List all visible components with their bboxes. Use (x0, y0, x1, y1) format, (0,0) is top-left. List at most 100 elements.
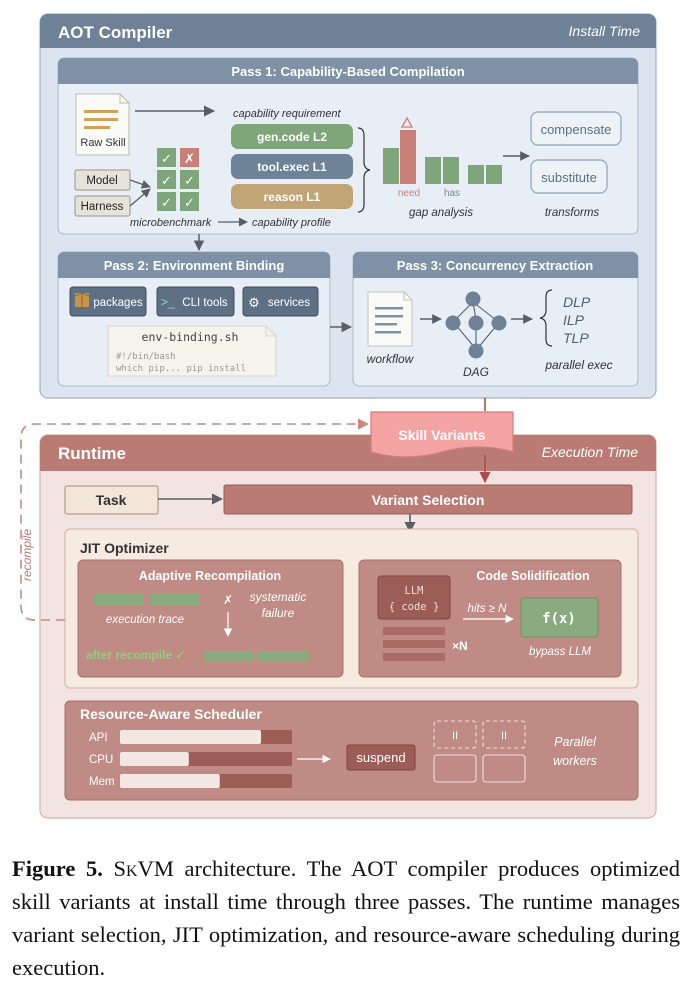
pause-icon: II (501, 730, 507, 742)
svg-text:Code Solidification: Code Solidification (476, 569, 589, 583)
recompile-loop (20, 418, 370, 621)
resource-label: API (89, 732, 108, 744)
ilp-label: ILP (563, 312, 585, 328)
capability-profile-label: capability profile (252, 217, 331, 229)
svg-text:Model: Model (86, 175, 117, 187)
pass1-title: Pass 1: Capability-Based Compilation (231, 64, 464, 79)
microbenchmark-label: microbenchmark (130, 217, 212, 229)
resource-bar-fill (120, 730, 262, 744)
gap-analysis-chart: need has gap analysis (383, 116, 502, 219)
svg-text:reason L1: reason L1 (264, 190, 321, 204)
bypass-llm-label: bypass LLM (529, 646, 591, 658)
svg-text:compensate: compensate (541, 122, 612, 137)
figure-label: Figure 5. (12, 856, 103, 881)
after-recompile-label: after recompile ✓ (86, 648, 185, 662)
svg-text:✓: ✓ (161, 151, 172, 166)
svg-text:has: has (444, 188, 460, 199)
harness-box: Harness (74, 195, 131, 217)
parallel-exec-label: parallel exec (544, 358, 612, 372)
svg-text:Adaptive Recompilation: Adaptive Recompilation (139, 569, 281, 583)
dag-label: DAG (463, 365, 489, 379)
skill-variants-banner: Skill Variants (370, 411, 514, 458)
svg-text:services: services (268, 297, 310, 309)
services-button: ⚙ services (242, 286, 319, 317)
variant-selection-box: Variant Selection (223, 484, 633, 515)
runtime-subtitle: Execution Time (542, 444, 639, 460)
architecture-diagram: AOT Compiler Install Time Pass 1: Capabi… (20, 13, 657, 819)
dlp-label: DLP (563, 294, 591, 310)
compensate-box: compensate (530, 111, 622, 146)
execution-trace-label: execution trace (106, 614, 184, 626)
parallelism-brace (539, 289, 553, 347)
svg-text:Skill Variants: Skill Variants (398, 427, 485, 443)
svg-text:need: need (398, 188, 420, 199)
model-box: Model (74, 169, 131, 191)
dag-graph (445, 291, 507, 359)
aot-title: AOT Compiler (58, 23, 173, 42)
capability-pill-gen-code: gen.code L2 (231, 124, 353, 149)
svg-text:packages: packages (93, 297, 142, 309)
svg-text:env-binding.sh: env-binding.sh (142, 330, 239, 344)
capability-pill-tool-exec: tool.exec L1 (231, 154, 353, 179)
svg-text:substitute: substitute (541, 170, 597, 185)
svg-text:which pip... pip install: which pip... pip install (116, 364, 246, 374)
system-name: SkVM (113, 856, 174, 881)
capability-pill-reason: reason L1 (231, 184, 353, 209)
svg-text:JIT Optimizer: JIT Optimizer (80, 540, 169, 556)
pills-brace (357, 127, 371, 213)
svg-text:Resource-Aware Scheduler: Resource-Aware Scheduler (80, 706, 262, 722)
aot-subtitle: Install Time (569, 23, 641, 39)
caption-text: architecture. The AOT compiler produces … (12, 856, 681, 980)
svg-text:suspend: suspend (356, 750, 405, 765)
svg-text:Task: Task (96, 492, 127, 508)
packages-button: packages (69, 286, 147, 317)
adaptive-recompilation-panel: Adaptive Recompilation execution trace ✗… (77, 559, 344, 678)
parallel-workers-label: Parallel (554, 735, 597, 749)
substitute-box: substitute (530, 159, 608, 194)
workflow-doc-icon (367, 291, 413, 347)
terminal-icon: >_ (161, 295, 175, 309)
svg-text:×N: ×N (452, 639, 468, 653)
svg-text:tool.exec L1: tool.exec L1 (257, 160, 327, 174)
pause-icon: II (452, 730, 458, 742)
raw-skill-label: Raw Skill (80, 137, 125, 149)
svg-text:Pass 3: Concurrency Extraction: Pass 3: Concurrency Extraction (397, 258, 594, 273)
workers-label: workers (553, 754, 597, 768)
svg-text:#!/bin/bash: #!/bin/bash (116, 352, 176, 362)
microbenchmark-grid: ✓ ✗ ✓ ✓ ✓ ✓ (157, 148, 199, 211)
svg-text:gen.code L2: gen.code L2 (257, 130, 327, 144)
cross-icon: ✗ (223, 593, 233, 607)
figure-caption: Figure 5. SkVM architecture. The AOT com… (12, 852, 680, 984)
resource-bar-fill (120, 774, 220, 788)
resource-label: CPU (89, 754, 113, 766)
svg-text:Harness: Harness (81, 201, 124, 213)
recompile-label: recompile (20, 529, 34, 581)
cli-tools-button: >_ CLI tools (156, 286, 235, 317)
gap-analysis-label: gap analysis (409, 207, 473, 219)
svg-text:failure: failure (262, 606, 295, 620)
hits-label: hits ≥ N (468, 603, 508, 615)
svg-text:✗: ✗ (184, 151, 195, 166)
svg-text:CLI tools: CLI tools (182, 297, 228, 309)
suspend-box: suspend (346, 744, 416, 771)
raw-skill-icon: Raw Skill (75, 93, 130, 156)
worker-slots: II II (433, 720, 526, 783)
workflow-label: workflow (367, 352, 415, 366)
llm-label: LLM (405, 585, 424, 597)
svg-text:systematic: systematic (250, 590, 307, 604)
svg-text:{ code }: { code } (389, 601, 440, 613)
env-binding-script: env-binding.sh #!/bin/bash which pip... … (107, 325, 277, 377)
resource-bar-fill (120, 752, 189, 766)
svg-text:✓: ✓ (161, 173, 172, 188)
tlp-label: TLP (563, 330, 589, 346)
svg-text:✓: ✓ (184, 195, 195, 210)
svg-text:Variant Selection: Variant Selection (372, 492, 485, 508)
svg-text:✓: ✓ (184, 173, 195, 188)
transforms-label: transforms (545, 207, 600, 219)
svg-text:Pass 2: Environment Binding: Pass 2: Environment Binding (104, 258, 285, 273)
capability-requirement-label: capability requirement (233, 108, 342, 120)
code-solidification-panel: Code Solidification LLM { code } ×N hits… (358, 559, 622, 678)
svg-text:✓: ✓ (161, 195, 172, 210)
function-icon: f(x) (542, 611, 576, 627)
